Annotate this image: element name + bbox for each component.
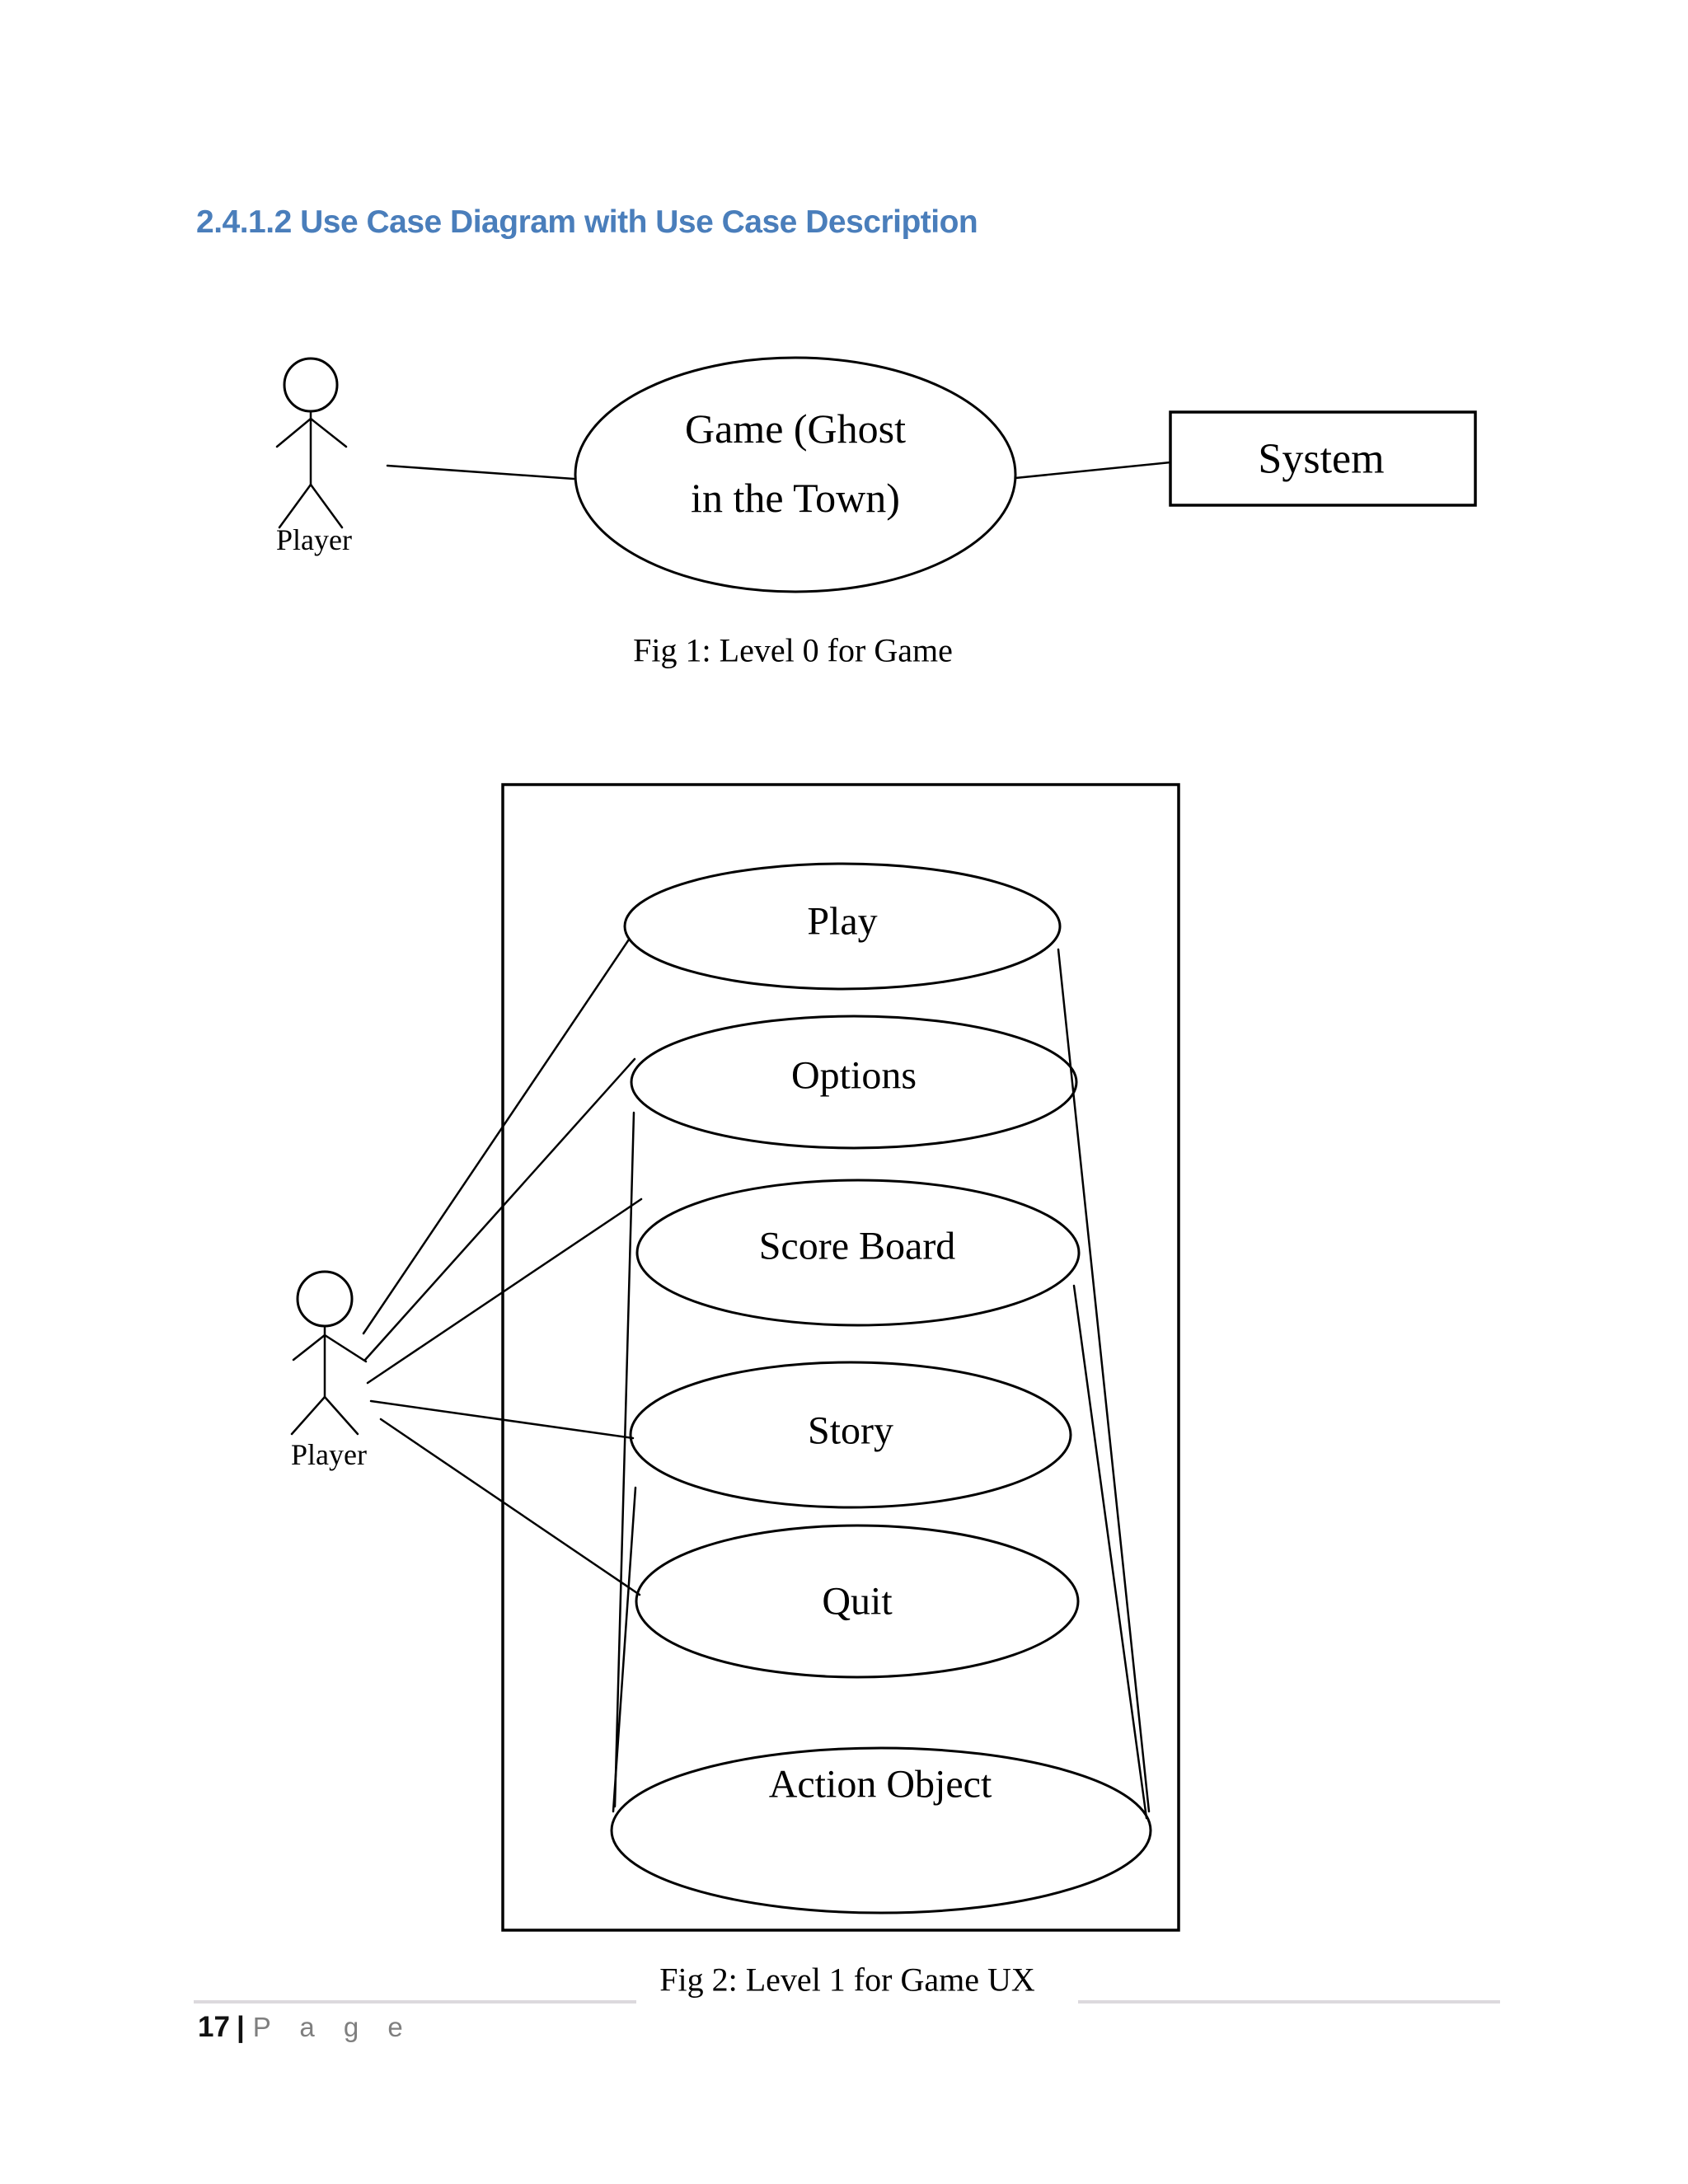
fig1-caption: Fig 1: Level 0 for Game	[633, 631, 953, 669]
fig2-ellipse-options	[630, 1015, 1078, 1150]
fig2-ellipse-score-board	[635, 1179, 1081, 1327]
fig1-use-case-label-line2: in the Town)	[691, 475, 900, 521]
footer-separator: |	[236, 2011, 245, 2043]
fig2-label-score-board: Score Board	[758, 1224, 956, 1268]
footer-page-label: P a g e	[252, 2012, 414, 2042]
fig2-ellipse-action-object	[610, 1746, 1152, 1915]
fig2-boundary-box	[501, 783, 1180, 1932]
fig2-actor-label: Player	[291, 1438, 367, 1471]
fig2-ellipse-quit	[635, 1524, 1080, 1679]
fig1-association-player-game	[386, 464, 575, 480]
fig1-use-case-ellipse	[574, 356, 1017, 593]
fig1-system-label: System	[1258, 435, 1385, 483]
fig2-label-options: Options	[790, 1053, 917, 1098]
fig2-ellipse-story	[629, 1361, 1072, 1509]
fig1-actor-label: Player	[276, 523, 352, 556]
section-heading: 2.4.1.2 Use Case Diagram with Use Case D…	[196, 204, 978, 240]
fig2-ellipse-play	[623, 862, 1062, 991]
fig1-system-box	[1169, 410, 1477, 507]
fig1-actor-figure	[275, 357, 348, 529]
fig2-label-action-object: Action Object	[768, 1762, 992, 1807]
footer-rule-right	[1078, 2000, 1500, 2004]
fig1-association-game-system	[1014, 461, 1172, 480]
fig1-use-case-label-line1: Game (Ghost	[685, 405, 906, 452]
footer-rule-left	[194, 2000, 636, 2004]
fig2-label-quit: Quit	[822, 1579, 893, 1624]
fig2-label-play: Play	[807, 899, 878, 944]
page-footer: 17|P a g e	[198, 2011, 414, 2044]
page-number: 17	[198, 2011, 230, 2043]
fig2-label-story: Story	[807, 1408, 894, 1453]
fig2-caption: Fig 2: Level 1 for Game UX	[659, 1961, 1035, 1999]
fig2-association-lines	[362, 938, 643, 1596]
fig2-actor-figure	[290, 1270, 368, 1436]
